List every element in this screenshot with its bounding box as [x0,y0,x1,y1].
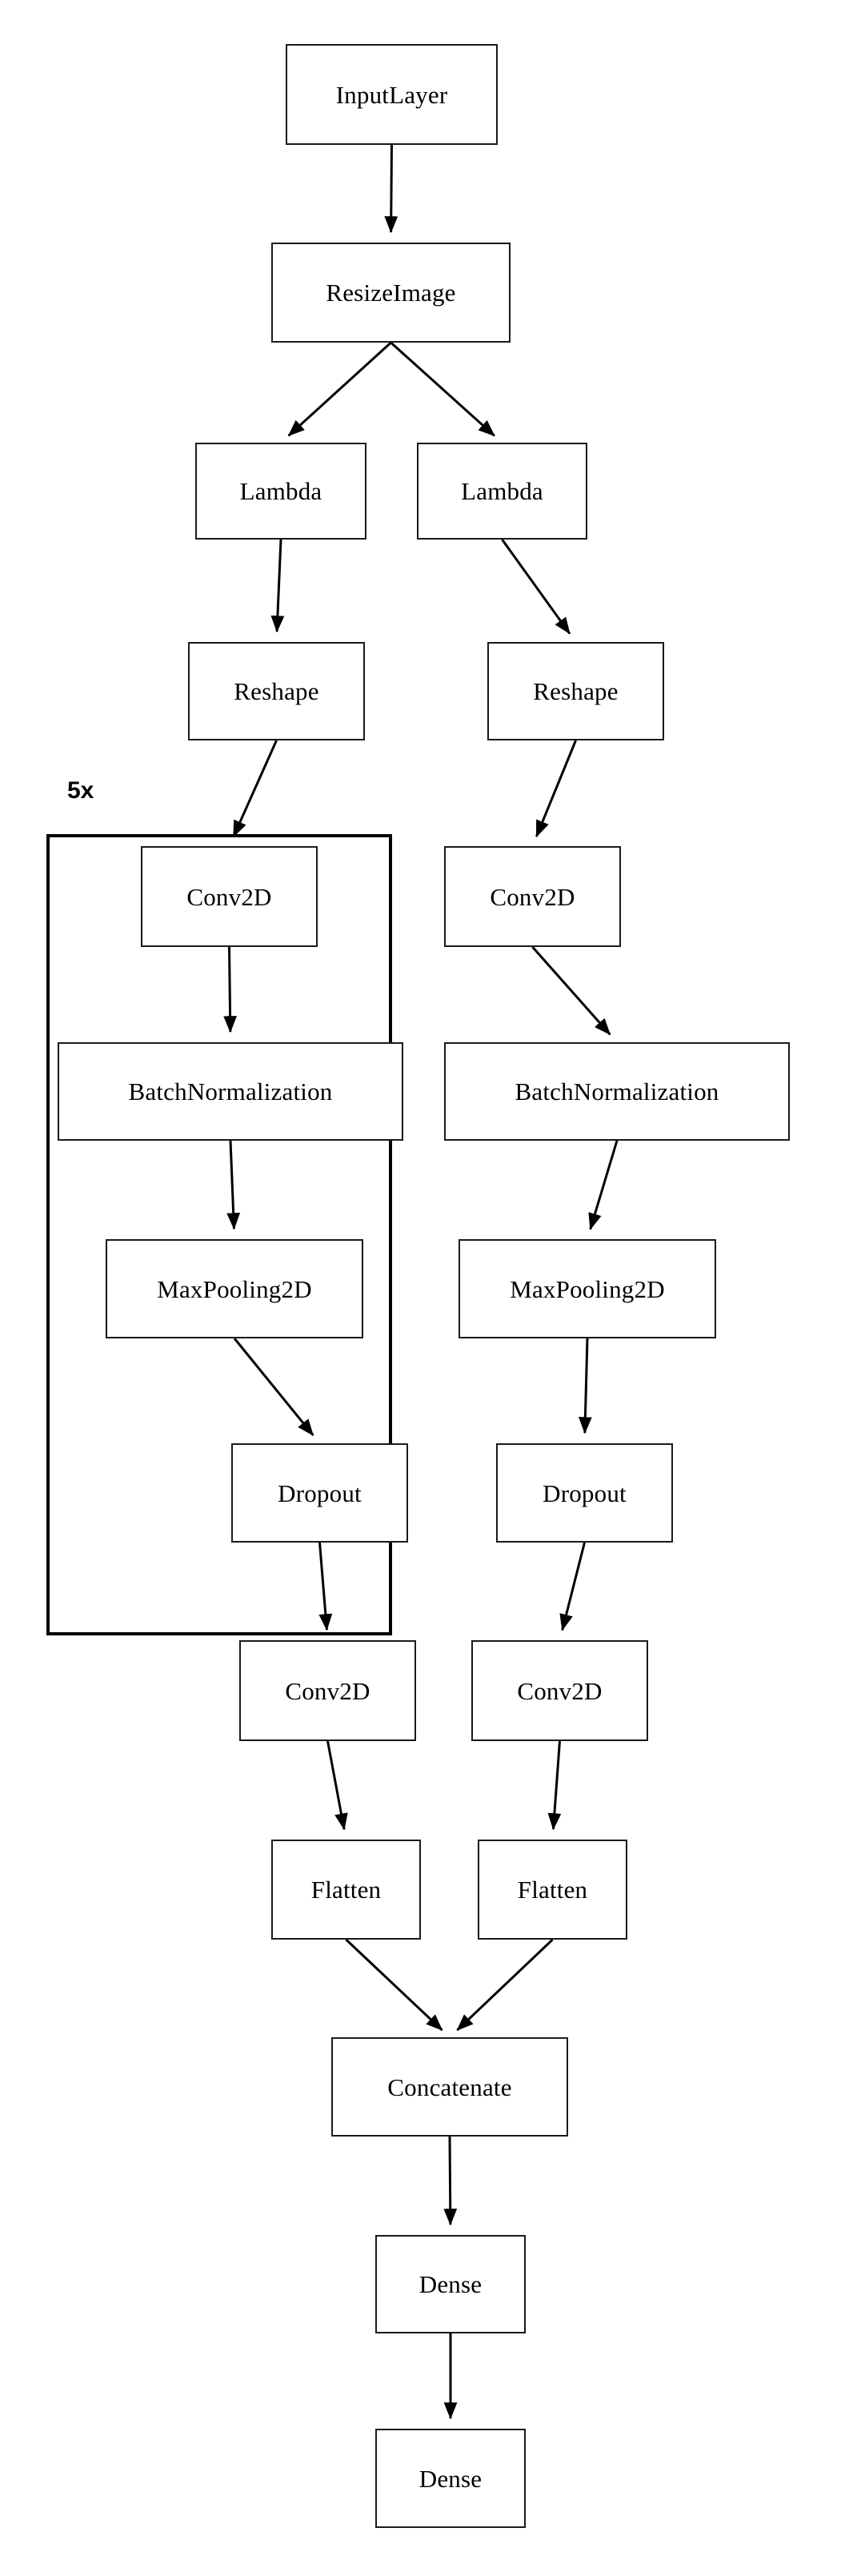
layer-node-conv2d-left-2[interactable]: Conv2D [239,1640,416,1741]
edge-flatten-left-to-concatenate [345,1938,443,2032]
layer-node-lambda-left[interactable]: Lambda [195,443,366,540]
edge-flatten-right-to-concatenate [456,1938,554,2032]
layer-node-conv2d-right-1[interactable]: Conv2D [444,846,621,947]
repeat-group-label: 5x [67,777,94,804]
edge-lambda-left-to-reshape-left [270,539,285,633]
layer-node-maxpool-left[interactable]: MaxPooling2D [106,1239,363,1338]
layer-node-concatenate[interactable]: Concatenate [331,2037,568,2137]
edge-maxpool-right-to-dropout-right [578,1338,592,1434]
edge-conv2d-right-1-to-bn-right [531,946,611,1036]
layer-node-dropout-right[interactable]: Dropout [496,1443,673,1543]
edge-concatenate-to-dense-1 [443,2136,458,2226]
layer-node-dropout-left[interactable]: Dropout [231,1443,408,1543]
edge-input-layer-to-resize-image [384,144,398,234]
edge-dropout-right-to-conv2d-right-2 [559,1542,586,1631]
layer-node-flatten-left[interactable]: Flatten [271,1840,421,1940]
layer-node-lambda-right[interactable]: Lambda [417,443,587,540]
edge-reshape-left-to-conv2d-left-1 [232,740,278,838]
layer-node-dense-1[interactable]: Dense [375,2235,526,2333]
layer-node-reshape-left[interactable]: Reshape [188,642,365,740]
layer-node-bn-left[interactable]: BatchNormalization [58,1042,403,1141]
repeat-group-box [46,834,392,1635]
layer-node-conv2d-right-2[interactable]: Conv2D [471,1640,648,1741]
edge-conv2d-left-2-to-flatten-left [326,1740,348,1831]
layer-node-bn-right[interactable]: BatchNormalization [444,1042,790,1141]
edge-lambda-right-to-reshape-right [501,539,571,635]
layer-node-dense-2[interactable]: Dense [375,2429,526,2528]
edge-conv2d-right-2-to-flatten-right [547,1740,562,1831]
layer-node-reshape-right[interactable]: Reshape [487,642,664,740]
edge-reshape-right-to-conv2d-right-1 [535,740,577,838]
edge-resize-image-to-lambda-left [287,341,392,437]
layer-node-resize-image[interactable]: ResizeImage [271,243,511,343]
layer-node-maxpool-right[interactable]: MaxPooling2D [459,1239,716,1338]
layer-node-flatten-right[interactable]: Flatten [478,1840,627,1940]
edge-resize-image-to-lambda-right [390,341,495,437]
layer-node-conv2d-left-1[interactable]: Conv2D [141,846,318,947]
layer-node-input-layer[interactable]: InputLayer [286,44,498,145]
edge-bn-right-to-maxpool-right [588,1140,619,1230]
